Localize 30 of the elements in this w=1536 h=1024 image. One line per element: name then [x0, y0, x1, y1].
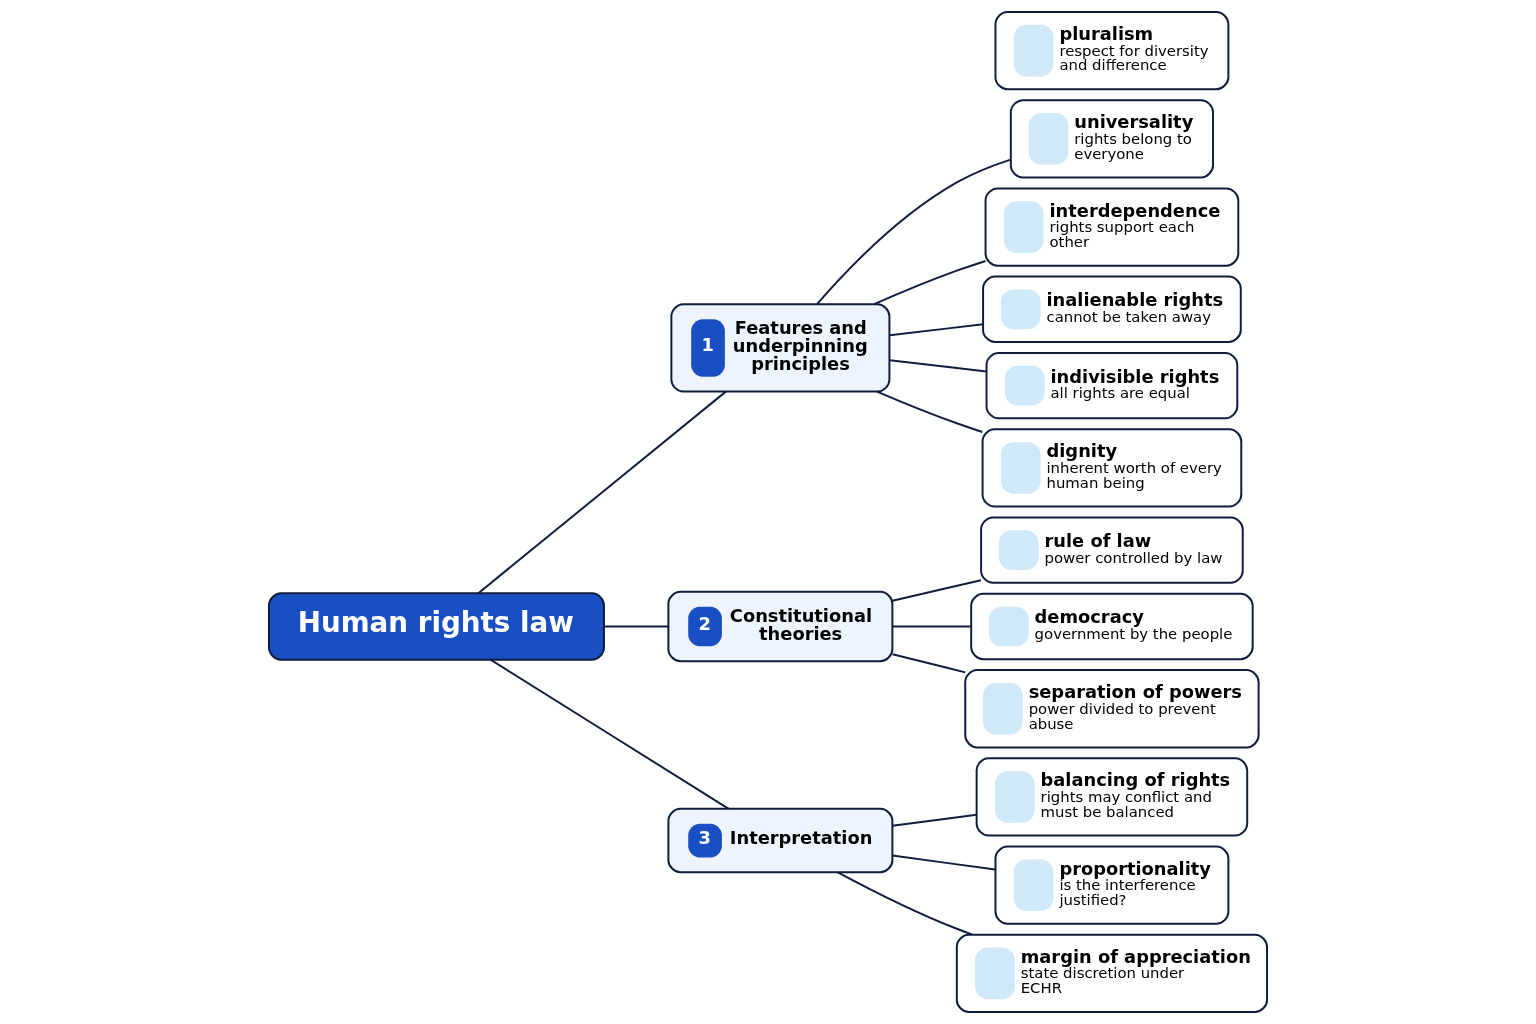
- connector: [891, 579, 982, 602]
- node-box: rule of law power controlled by law: [980, 516, 1244, 584]
- connector: [816, 158, 1012, 306]
- node-box: 2 Constitutional theories: [667, 590, 894, 663]
- connector: [891, 813, 978, 827]
- node-box: universality rights belong to everyone: [1009, 99, 1214, 179]
- node-box: democracy government by the people: [970, 592, 1254, 661]
- node-box: proportionality is the interference justified?: [994, 845, 1230, 925]
- node-box: 3 Interpretation: [667, 807, 894, 874]
- connector: [873, 259, 987, 306]
- connector: [477, 390, 727, 595]
- connector: [891, 854, 997, 871]
- node-box: 1 Features and underpinning principles: [670, 303, 891, 393]
- connector: [489, 658, 730, 810]
- node-box: separation of powers power divided to prevent abuse: [964, 669, 1260, 749]
- connector: [888, 359, 988, 373]
- connector: [891, 653, 967, 674]
- connector: [888, 323, 984, 337]
- connector: [891, 625, 973, 628]
- node-box: Human rights law: [267, 592, 605, 661]
- node-box: inalienable rights cannot be taken away: [982, 275, 1242, 343]
- node-box: dignity inherent worth of every human being: [981, 428, 1243, 508]
- connector: [603, 625, 670, 628]
- node-box: pluralism respect for diversity and difference: [994, 11, 1230, 91]
- connector: [876, 390, 984, 433]
- node-box: margin of appreciation state discretion under ECHR: [955, 933, 1269, 1013]
- connector: [836, 871, 974, 936]
- node-box: interdependence rights support each other: [984, 187, 1240, 267]
- node-box: balancing of rights rights may conflict and must be balanced: [975, 757, 1249, 837]
- node-box: indivisible rights all rights are equal: [985, 351, 1239, 420]
